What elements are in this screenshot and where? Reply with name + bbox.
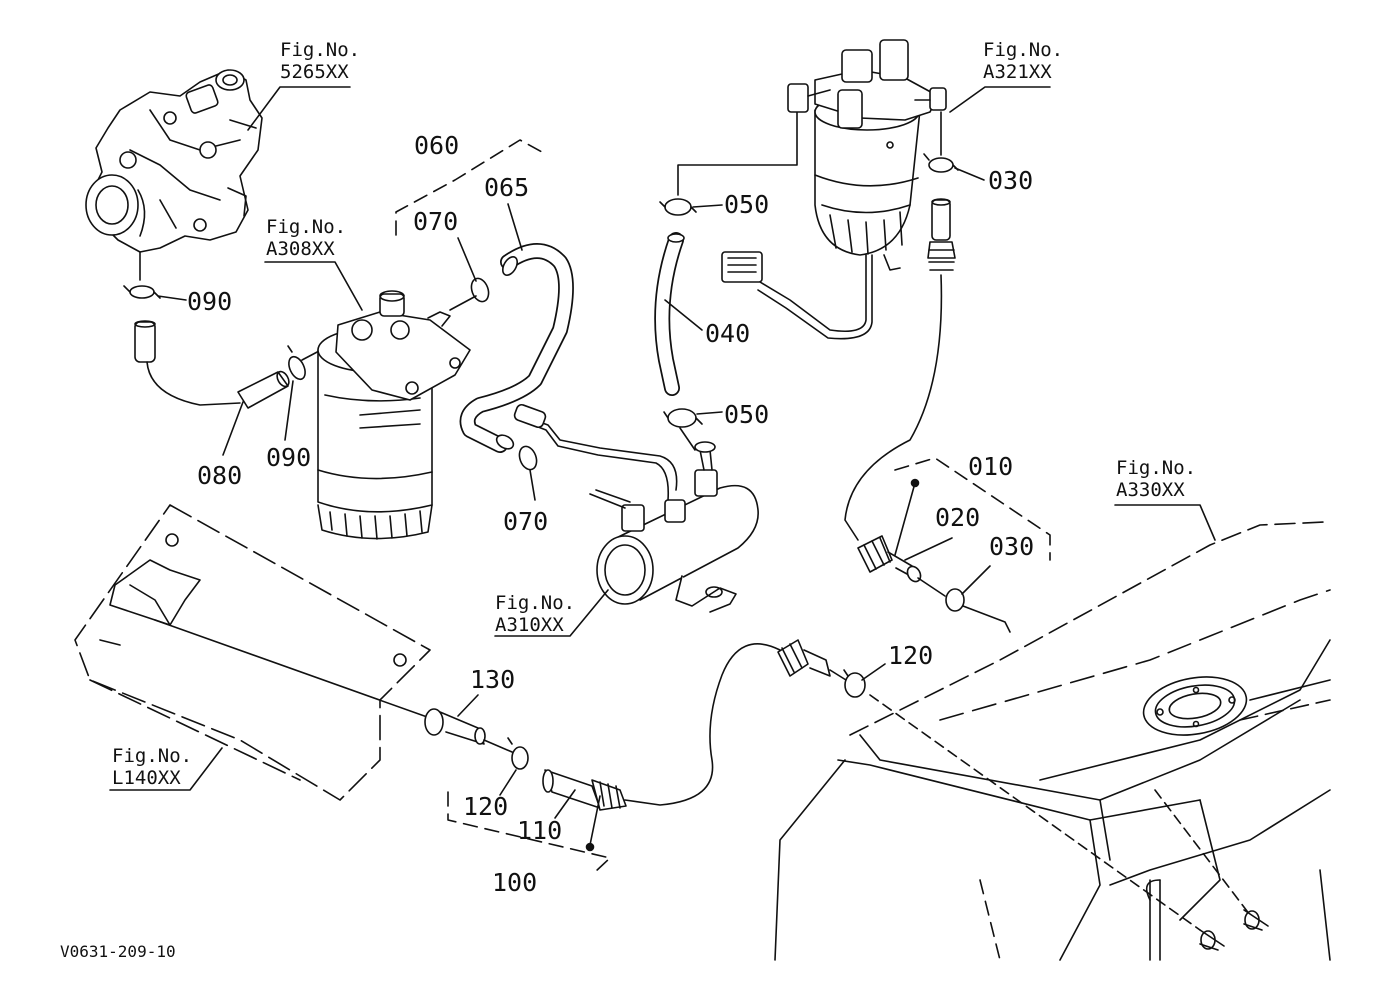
fig-ref-title: Fig.No. bbox=[1116, 457, 1197, 479]
fig-ref-a310[interactable]: Fig.No. A310XX bbox=[495, 592, 576, 637]
leader-010 bbox=[894, 482, 916, 556]
fig-ref-code: A330XX bbox=[1116, 478, 1185, 501]
part-label-010[interactable]: 010 bbox=[968, 452, 1014, 481]
fig-ref-a330[interactable]: Fig.No. A330XX bbox=[1116, 457, 1197, 502]
water-separator-a321 bbox=[721, 39, 947, 340]
fig-ref-l140[interactable]: Fig.No. L140XX bbox=[112, 745, 193, 790]
filter-outlet-pipe bbox=[449, 295, 477, 311]
fuel-line-pump-to-080 bbox=[146, 361, 241, 406]
fig-ref-title: Fig.No. bbox=[280, 39, 361, 61]
clamp-030-lower bbox=[945, 565, 991, 612]
fuel-line-to-010 bbox=[844, 274, 943, 541]
fig-ref-code: 5265XX bbox=[280, 60, 349, 83]
line-030-tank bbox=[962, 605, 1011, 633]
drawing-code: V0631-209-10 bbox=[60, 942, 176, 961]
part-label-060[interactable]: 060 bbox=[414, 131, 460, 160]
part-label-050-upper[interactable]: 050 bbox=[724, 190, 770, 219]
clamp-050-lower bbox=[663, 408, 723, 451]
part-label-070-upper[interactable]: 070 bbox=[413, 207, 459, 236]
bracket-100 bbox=[447, 791, 611, 873]
fitting-020 bbox=[857, 535, 953, 583]
hose-joint-upper-right bbox=[927, 198, 956, 271]
fuel-filter-a308 bbox=[317, 290, 471, 540]
fig-ref-a308[interactable]: Fig.No. A308XX bbox=[266, 216, 347, 261]
leader-fig-a330 bbox=[1114, 504, 1216, 541]
fig-ref-code: A310XX bbox=[495, 613, 564, 636]
clamp-090-lower bbox=[284, 345, 306, 441]
leader-fig-a310 bbox=[494, 589, 609, 637]
part-label-080[interactable]: 080 bbox=[197, 461, 243, 490]
line-plate-to-130 bbox=[154, 619, 431, 719]
part-label-050-lower[interactable]: 050 bbox=[724, 400, 770, 429]
part-label-040[interactable]: 040 bbox=[705, 319, 751, 348]
part-label-090-upper[interactable]: 090 bbox=[187, 287, 233, 316]
fuel-line-return bbox=[624, 643, 781, 806]
part-label-120-left[interactable]: 120 bbox=[463, 792, 509, 821]
short-hose-upper bbox=[134, 320, 156, 363]
fig-ref-title: Fig.No. bbox=[983, 39, 1064, 61]
line-to-050-upper bbox=[677, 111, 798, 196]
leader-110-dot bbox=[589, 795, 601, 846]
fig-ref-code: L140XX bbox=[112, 766, 181, 789]
pipe-020-030 bbox=[917, 577, 946, 597]
part-label-130[interactable]: 130 bbox=[470, 665, 516, 694]
clamp-030-upper bbox=[923, 111, 985, 181]
clamp-120-right bbox=[843, 663, 886, 698]
dash-line-tank-screw-b bbox=[1154, 789, 1251, 916]
clamp-090-top bbox=[123, 285, 187, 301]
plate-l140 bbox=[74, 504, 431, 801]
fig-ref-5265[interactable]: Fig.No. 5265XX bbox=[280, 39, 361, 84]
fitting-130 bbox=[424, 694, 486, 745]
leader-fig-a308 bbox=[264, 261, 363, 311]
clamp-050-upper bbox=[659, 198, 723, 216]
fitting-right bbox=[777, 639, 847, 681]
leader-fig-5265 bbox=[247, 86, 351, 131]
fig-ref-a321[interactable]: Fig.No. A321XX bbox=[983, 39, 1064, 84]
clamp-070-upper bbox=[457, 237, 490, 303]
hose-110 bbox=[542, 769, 627, 819]
fig-ref-code: A308XX bbox=[266, 237, 335, 260]
part-label-070-lower[interactable]: 070 bbox=[503, 507, 549, 536]
hose-040 bbox=[654, 232, 703, 396]
part-label-030-upper[interactable]: 030 bbox=[988, 166, 1034, 195]
part-label-090-lower[interactable]: 090 bbox=[266, 443, 312, 472]
fuel-tank-a330 bbox=[774, 521, 1331, 961]
part-label-110[interactable]: 110 bbox=[517, 816, 563, 845]
bracket-010 bbox=[894, 457, 1051, 561]
hose-065 bbox=[459, 203, 574, 453]
hose-080 bbox=[222, 370, 290, 456]
electric-fuel-pump-a310 bbox=[513, 403, 759, 613]
clamp-120-left bbox=[499, 737, 529, 796]
clamp-070-lower bbox=[518, 445, 538, 501]
leader-fig-l140 bbox=[109, 747, 223, 791]
part-label-020[interactable]: 020 bbox=[935, 503, 981, 532]
leader-fig-a321 bbox=[949, 86, 1051, 113]
fig-ref-code: A321XX bbox=[983, 60, 1052, 83]
fig-ref-title: Fig.No. bbox=[112, 745, 193, 767]
pipe-130-120 bbox=[483, 739, 513, 753]
dot-100 bbox=[585, 842, 595, 852]
dash-line-tank-screw-a bbox=[869, 694, 1201, 931]
bracket-060 bbox=[395, 139, 543, 236]
part-label-120-right[interactable]: 120 bbox=[888, 641, 934, 670]
part-label-100[interactable]: 100 bbox=[492, 868, 538, 897]
fig-ref-title: Fig.No. bbox=[495, 592, 576, 614]
fig-ref-title: Fig.No. bbox=[266, 216, 347, 238]
part-label-065[interactable]: 065 bbox=[484, 173, 530, 202]
injection-pump bbox=[85, 69, 263, 253]
part-label-030-lower[interactable]: 030 bbox=[989, 532, 1035, 561]
